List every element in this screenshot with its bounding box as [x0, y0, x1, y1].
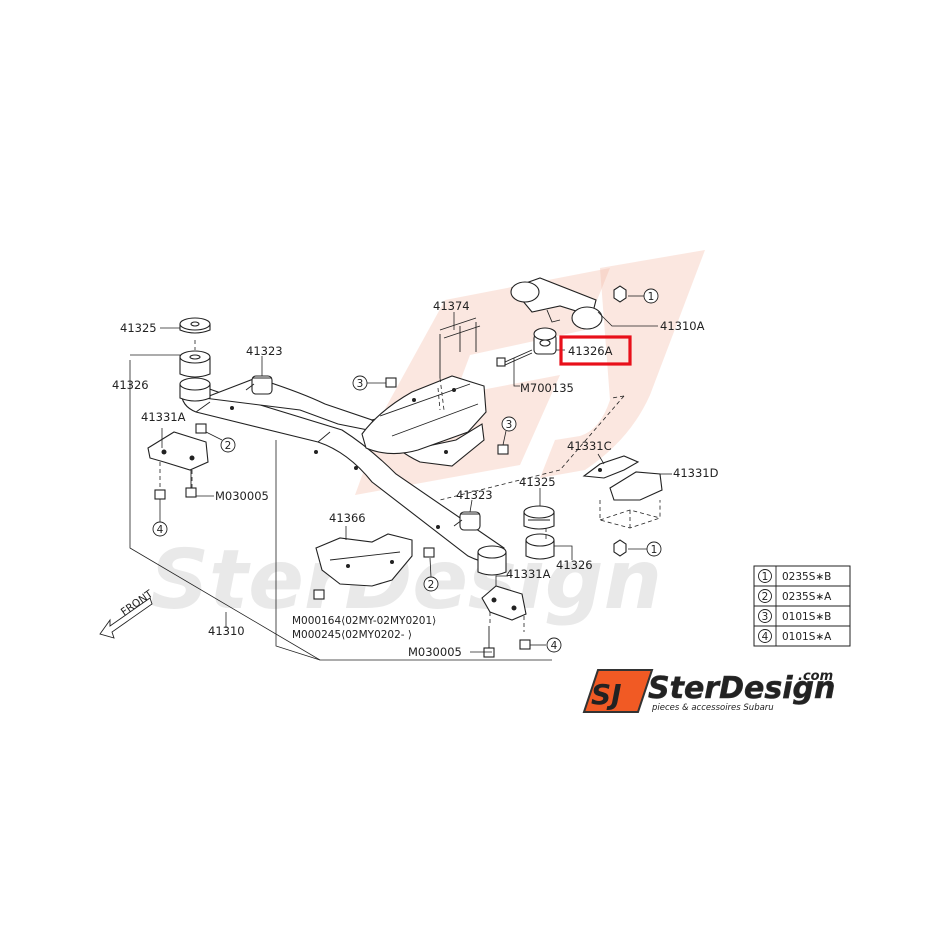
svg-text:2: 2	[225, 440, 232, 452]
svg-text:4: 4	[551, 640, 558, 652]
bushing-41326-left	[179, 350, 211, 378]
bushing-41325-left	[179, 317, 211, 334]
label-41310a: 41310A	[660, 319, 705, 333]
svg-text:0101S∗B: 0101S∗B	[782, 611, 831, 623]
label-m030005-left: M030005	[215, 489, 269, 503]
bushing-left-lower	[179, 377, 211, 402]
label-m000164: M000164⟨02MY-02MY0201⟩	[292, 615, 436, 627]
bracket-41374	[439, 317, 481, 411]
label-m000245: M000245⟨02MY0202- ⟩	[292, 629, 412, 641]
svg-text:1: 1	[648, 291, 655, 303]
label-41326a: 41326A	[568, 344, 613, 358]
bracket-41331c	[582, 455, 640, 479]
label-41323-left: 41323	[246, 344, 283, 358]
label-41331c: 41331C	[567, 439, 612, 453]
callout-1-bottom: 1	[628, 541, 662, 557]
bolt-m700135	[496, 349, 533, 367]
svg-text:2: 2	[428, 579, 435, 591]
svg-text:3: 3	[357, 378, 364, 390]
svg-text:2: 2	[762, 591, 769, 603]
svg-text:0101S∗A: 0101S∗A	[782, 631, 832, 643]
logo-tagline: pieces & accessoires Subaru	[651, 703, 774, 713]
legend-row-2: 2 0235S∗A	[758, 589, 832, 603]
label-41323-right: 41323	[456, 488, 493, 502]
logo-badge	[582, 669, 654, 713]
svg-text:1: 1	[651, 544, 658, 556]
part-labels: 41325 41326 41323 41331A M030005 41374 M…	[112, 299, 719, 659]
label-41331a-right: 41331A	[506, 567, 551, 581]
fasteners	[154, 285, 627, 658]
leader-lines	[129, 311, 672, 661]
legend-row-1: 1 0235S∗B	[758, 569, 831, 583]
callout-4-right: 4	[546, 637, 562, 653]
bushing-right-lower	[477, 545, 507, 576]
label-41325-left: 41325	[120, 321, 157, 335]
tunnel-bracket	[361, 375, 487, 455]
highlight-box-41326a	[559, 335, 632, 366]
bracket-41331d	[599, 471, 663, 529]
label-41374: 41374	[433, 299, 470, 313]
label-41310: 41310	[208, 624, 245, 638]
logo-letters: SJ	[591, 678, 622, 711]
label-41326-right: 41326	[556, 558, 593, 572]
svg-text:0235S∗A: 0235S∗A	[782, 591, 832, 603]
legend-table: 1 0235S∗B 2 0235S∗A 3 0101S∗B 4 0101S∗A	[753, 565, 851, 647]
callout-2-left: 2	[205, 431, 236, 453]
callout-4-left: 4	[152, 499, 168, 537]
bushing-41326a	[533, 327, 557, 355]
stopper-41323-right	[453, 511, 481, 531]
sterdesign-logo: SJ SterDesign .com pieces & accessoires …	[582, 669, 836, 713]
label-41325-right: 41325	[519, 475, 556, 489]
label-m700135: M700135	[520, 381, 574, 395]
logo-domain: .com	[798, 669, 833, 684]
legend-row-3: 3 0101S∗B	[758, 609, 831, 623]
assembly-lines	[194, 340, 625, 540]
bushing-41326-right	[525, 533, 555, 560]
front-arrow: FRONT	[99, 588, 156, 639]
svg-text:1: 1	[762, 571, 769, 583]
svg-text:3: 3	[762, 611, 769, 623]
legend-row-4: 4 0101S∗A	[758, 629, 832, 643]
bracket-41331a-left	[147, 431, 209, 490]
callout-3-left: 3	[352, 375, 386, 391]
logo-wordmark: SterDesign	[648, 671, 835, 706]
svg-text:4: 4	[157, 524, 164, 536]
label-41326-left: 41326	[112, 378, 149, 392]
svg-text:3: 3	[506, 419, 513, 431]
svg-text:0235S∗B: 0235S∗B	[782, 571, 831, 583]
svg-text:4: 4	[762, 631, 769, 643]
bracket-41366	[315, 533, 413, 587]
callout-3-right: 3	[501, 416, 517, 446]
callout-1-top: 1	[628, 288, 659, 304]
label-41331d: 41331D	[673, 466, 719, 480]
callout-2-right: 2	[423, 557, 439, 592]
label-41331a-left: 41331A	[141, 410, 186, 424]
mount-41310a	[510, 277, 603, 330]
callouts: 1 1 2 2 3 3 4	[152, 288, 662, 653]
label-41366: 41366	[329, 511, 366, 525]
bushing-41325-right	[523, 505, 555, 530]
label-m030005-right: M030005	[408, 645, 462, 659]
